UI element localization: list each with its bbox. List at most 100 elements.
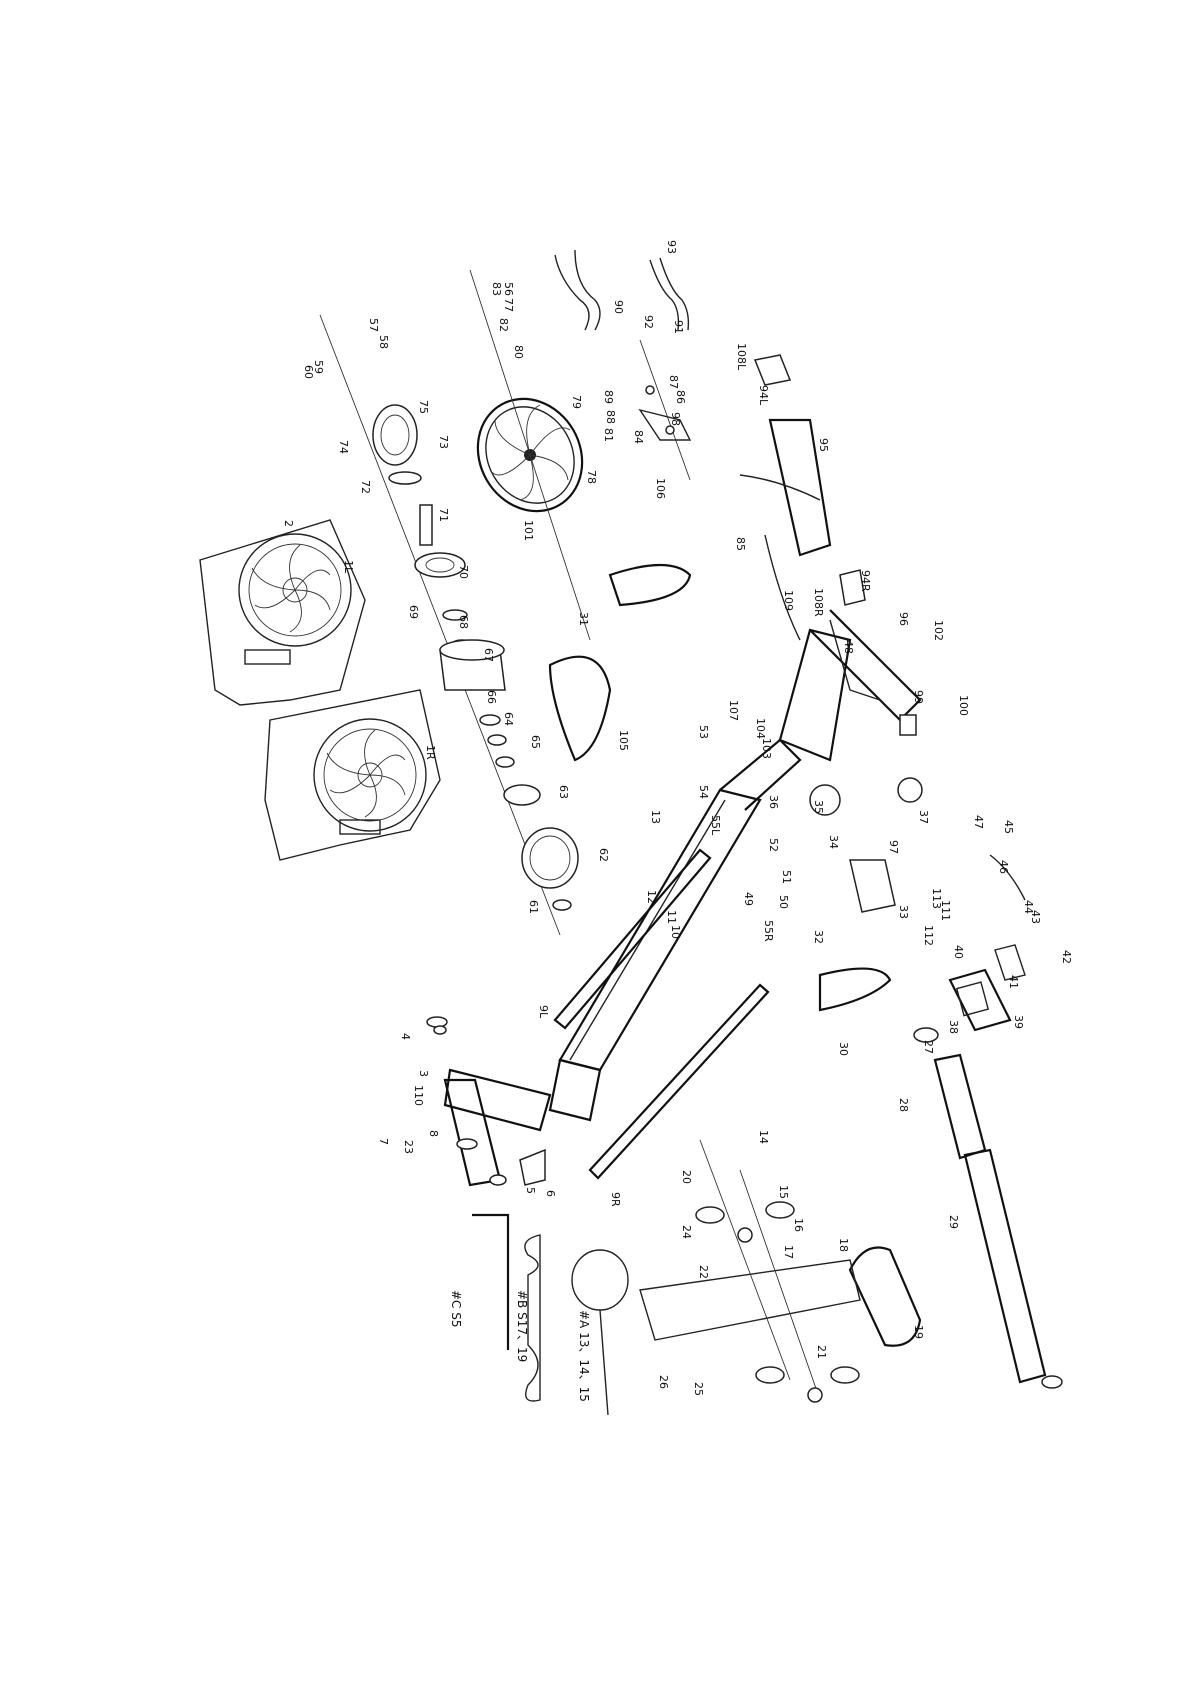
part-label-55r: 55R [762,920,775,942]
right-cover-1R [264,689,441,861]
part-label-15: 15 [777,1185,790,1199]
console-parts [753,354,1026,1032]
part-label-31: 31 [577,612,590,626]
belts [548,563,892,1012]
part-label-26: 26 [657,1375,670,1389]
part-label-4: 4 [399,1033,412,1040]
part-label-61: 61 [527,900,540,914]
flywheel-78 [469,269,591,641]
part-label-34: 34 [827,835,840,849]
part-label-67: 67 [482,648,495,662]
part-label-91: 91 [672,320,685,334]
part-label-109: 109 [782,590,795,611]
part-label-90: 90 [612,300,625,314]
cables [554,249,690,331]
part-label-24: 24 [680,1225,693,1239]
part-label-7: 7 [377,1138,390,1145]
part-label-43: 43 [1029,910,1042,924]
front-feet [426,1016,546,1186]
part-label-39: 39 [1012,1015,1025,1029]
part-label-112: 112 [922,925,935,946]
part-label-49: 49 [742,892,755,906]
part-label-80: 80 [512,345,525,359]
part-label-16: 16 [792,1218,805,1232]
part-label-17: 17 [782,1245,795,1259]
part-label-71: 71 [437,508,450,522]
part-label-99: 99 [912,690,925,704]
part-label-108l: 108L [735,343,748,371]
part-label-1r: 1R [424,745,437,760]
tools: #C S5 #B S17、19 #A 13、14、15 [449,1213,629,1416]
part-label-60: 60 [302,365,315,379]
part-label-57: 57 [367,318,380,332]
part-label-38: 38 [947,1020,960,1034]
tool-a-label: #A 13、14、15 [577,1310,591,1402]
part-label-48: 48 [842,640,855,654]
part-label-83: 83 [490,282,503,296]
part-label-45: 45 [1002,820,1015,834]
part-label-69: 69 [407,605,420,619]
part-label-30: 30 [837,1042,850,1056]
part-label-36: 36 [767,795,780,809]
part-label-25: 25 [692,1382,705,1396]
part-label-32: 32 [812,930,825,944]
seat-assembly [639,1139,922,1403]
part-label-47: 47 [972,815,985,829]
part-label-10: 10 [669,925,682,939]
part-label-94l: 94L [757,385,770,406]
part-label-2: 2 [282,520,295,527]
part-label-88: 88 [604,410,617,424]
rear-stabilizer [739,418,832,557]
part-label-111: 111 [939,900,952,921]
part-label-68: 68 [457,615,470,629]
part-label-50: 50 [777,895,790,909]
part-label-79: 79 [570,395,583,409]
part-label-110: 110 [412,1085,425,1106]
part-label-95: 95 [817,438,830,452]
part-label-66: 66 [485,690,498,704]
part-label-107: 107 [727,700,740,721]
part-label-14: 14 [757,1130,770,1144]
part-label-100: 100 [957,695,970,716]
part-label-77: 77 [502,298,515,312]
part-label-55l: 55L [709,815,722,836]
left-cover-1L [199,519,366,706]
part-label-3: 3 [417,1070,430,1077]
part-label-62: 62 [597,848,610,862]
rails [553,848,770,1180]
part-label-97: 97 [887,840,900,854]
tool-c-label: #C S5 [449,1290,463,1328]
part-label-78: 78 [585,470,598,484]
part-label-53: 53 [697,725,710,739]
part-label-51: 51 [780,870,793,884]
part-label-85: 85 [734,537,747,551]
part-label-35: 35 [812,800,825,814]
part-label-54: 54 [697,785,710,799]
part-label-94r: 94R [859,570,872,592]
part-label-64: 64 [502,712,515,726]
part-label-11: 11 [665,910,678,924]
part-label-8: 8 [427,1130,440,1137]
part-label-29: 29 [947,1215,960,1229]
part-label-108r: 108R [812,588,825,617]
part-label-56: 56 [502,282,515,296]
part-label-73: 73 [437,435,450,449]
part-label-74: 74 [337,440,350,454]
part-label-52: 52 [767,838,780,852]
part-label-113: 113 [930,888,943,909]
part-label-22: 22 [697,1265,710,1279]
part-label-63: 63 [557,785,570,799]
part-label-18: 18 [837,1238,850,1252]
part-label-96: 96 [897,612,910,626]
part-label-81: 81 [602,428,615,442]
part-label-84: 84 [632,430,645,444]
tool-b-label: #B S17、19 [515,1290,529,1362]
part-label-21: 21 [815,1345,828,1359]
part-label-19: 19 [912,1325,925,1339]
part-label-103: 103 [760,738,773,759]
part-label-27: 27 [922,1040,935,1054]
part-label-58: 58 [377,335,390,349]
part-label-6: 6 [544,1190,557,1197]
part-label-92: 92 [642,315,655,329]
